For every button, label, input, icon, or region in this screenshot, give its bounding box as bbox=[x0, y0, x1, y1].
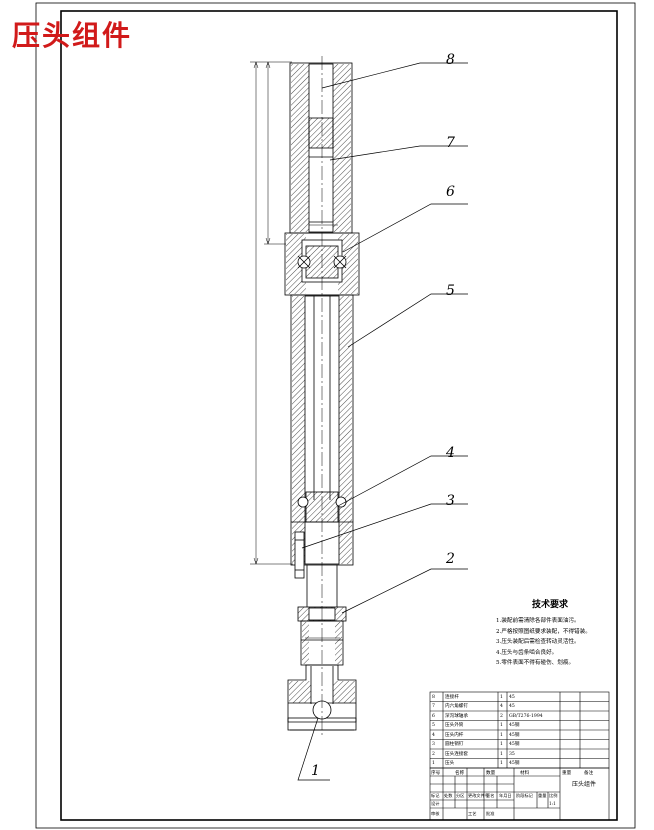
tech-req-item: 2.严格按照图纸要求装配，不得错装。 bbox=[496, 628, 591, 635]
balloon-7: 7 bbox=[446, 135, 455, 151]
tb-label-change: 更改文件号 bbox=[468, 793, 489, 798]
tb-label-process: 工艺 bbox=[468, 811, 477, 816]
bom-qty: 1 bbox=[500, 732, 503, 738]
tb-label-sign: 签名 bbox=[486, 793, 495, 798]
bom-qty: 1 bbox=[500, 742, 503, 747]
bom-header-no: 序号 bbox=[431, 770, 441, 776]
bom-qty: 2 bbox=[500, 713, 503, 719]
part-7-screw bbox=[308, 117, 334, 149]
bom-material: 45 bbox=[509, 704, 515, 709]
bom-no: 4 bbox=[432, 732, 435, 738]
technical-requirements: 技术要求 1.装配前需清除各部件表面油污。 2.严格按照图纸要求装配，不得错装。… bbox=[496, 597, 616, 669]
bom-name: 圆柱销钉 bbox=[445, 742, 464, 747]
dimension-lines bbox=[250, 61, 340, 639]
balloon-8: 8 bbox=[446, 52, 455, 68]
tb-scale-value: 1:1 bbox=[549, 801, 556, 806]
bom-name: 压头外筒 bbox=[445, 723, 464, 728]
tech-req-item: 3.压头装配后需检查转动灵活性。 bbox=[496, 639, 580, 645]
tb-label-count: 处数 bbox=[444, 793, 453, 798]
tb-label-date: 年月日 bbox=[499, 793, 512, 798]
bom-no: 2 bbox=[432, 751, 435, 757]
bom-no: 7 bbox=[432, 704, 435, 709]
bom-qty: 4 bbox=[500, 704, 503, 709]
bom-header-weight: 重量 bbox=[562, 770, 572, 776]
balloon-6: 6 bbox=[446, 184, 455, 200]
bom-no: 5 bbox=[432, 723, 435, 728]
bom-no: 1 bbox=[432, 761, 435, 766]
tb-label-review: 审核 bbox=[431, 811, 440, 816]
bom-name: 压头内杆 bbox=[445, 732, 464, 738]
balloon-1: 1 bbox=[311, 763, 320, 779]
outer-border bbox=[35, 2, 636, 829]
tb-label-approve: 批准 bbox=[486, 811, 495, 816]
bom-name: 内六角螺钉 bbox=[445, 704, 468, 709]
bom-qty: 1 bbox=[500, 751, 503, 757]
bom-material: 45钢 bbox=[509, 761, 520, 766]
page-title: 压头组件 bbox=[12, 19, 133, 52]
balloon-5: 5 bbox=[446, 283, 455, 299]
balloon-2: 2 bbox=[446, 551, 455, 567]
bom-name: 连接杆 bbox=[445, 694, 459, 700]
bom-material: GB/T276-1994 bbox=[509, 713, 543, 719]
bom-qty: 1 bbox=[500, 694, 503, 700]
bom-qty: 1 bbox=[500, 761, 503, 766]
drawing-name: 压头组件 bbox=[572, 781, 597, 788]
bom-no: 8 bbox=[432, 694, 435, 700]
bom-name: 深沟球轴承 bbox=[445, 713, 468, 719]
inner-border bbox=[60, 10, 618, 821]
tb-label-weight: 重量 bbox=[538, 793, 547, 798]
tech-req-item: 5.零件表面不得有碰伤、划痕。 bbox=[496, 660, 575, 666]
tb-label-stage: 阶段标记 bbox=[516, 793, 533, 798]
tech-req-item: 1.装配前需清除各部件表面油污。 bbox=[496, 618, 580, 624]
balloon-3: 3 bbox=[446, 493, 455, 509]
leader-lines bbox=[297, 62, 468, 781]
tb-label-mark: 标记 bbox=[431, 793, 440, 798]
bom-qty: 1 bbox=[500, 723, 503, 728]
tb-label-design: 设计 bbox=[431, 801, 440, 806]
bom-material: 45 bbox=[509, 694, 515, 700]
bom-header-qty: 数量 bbox=[486, 770, 496, 776]
bom-name: 压头 bbox=[445, 761, 455, 766]
bom-material: 45钢 bbox=[509, 742, 520, 747]
bom-no: 3 bbox=[432, 742, 435, 747]
part-3-pin bbox=[294, 531, 305, 579]
bom-name: 压头连接套 bbox=[445, 751, 468, 757]
balloon-4: 4 bbox=[446, 445, 455, 461]
tech-req-item: 4.压头与齿条啮合良好。 bbox=[496, 649, 558, 656]
bom-header-note: 备注 bbox=[584, 770, 594, 776]
title-block-grid bbox=[429, 767, 610, 821]
bom-header-material: 材料 bbox=[520, 770, 530, 776]
bom-material: 35 bbox=[509, 751, 515, 757]
bom-header-name: 名称 bbox=[455, 770, 465, 776]
bom-no: 6 bbox=[432, 713, 435, 719]
tech-req-title: 技术要求 bbox=[531, 600, 568, 610]
tb-label-scale: 比例 bbox=[549, 793, 558, 798]
tb-label-zone: 分区 bbox=[456, 793, 465, 798]
bom-material: 45钢 bbox=[509, 732, 520, 738]
bom-material: 45钢 bbox=[509, 723, 520, 728]
